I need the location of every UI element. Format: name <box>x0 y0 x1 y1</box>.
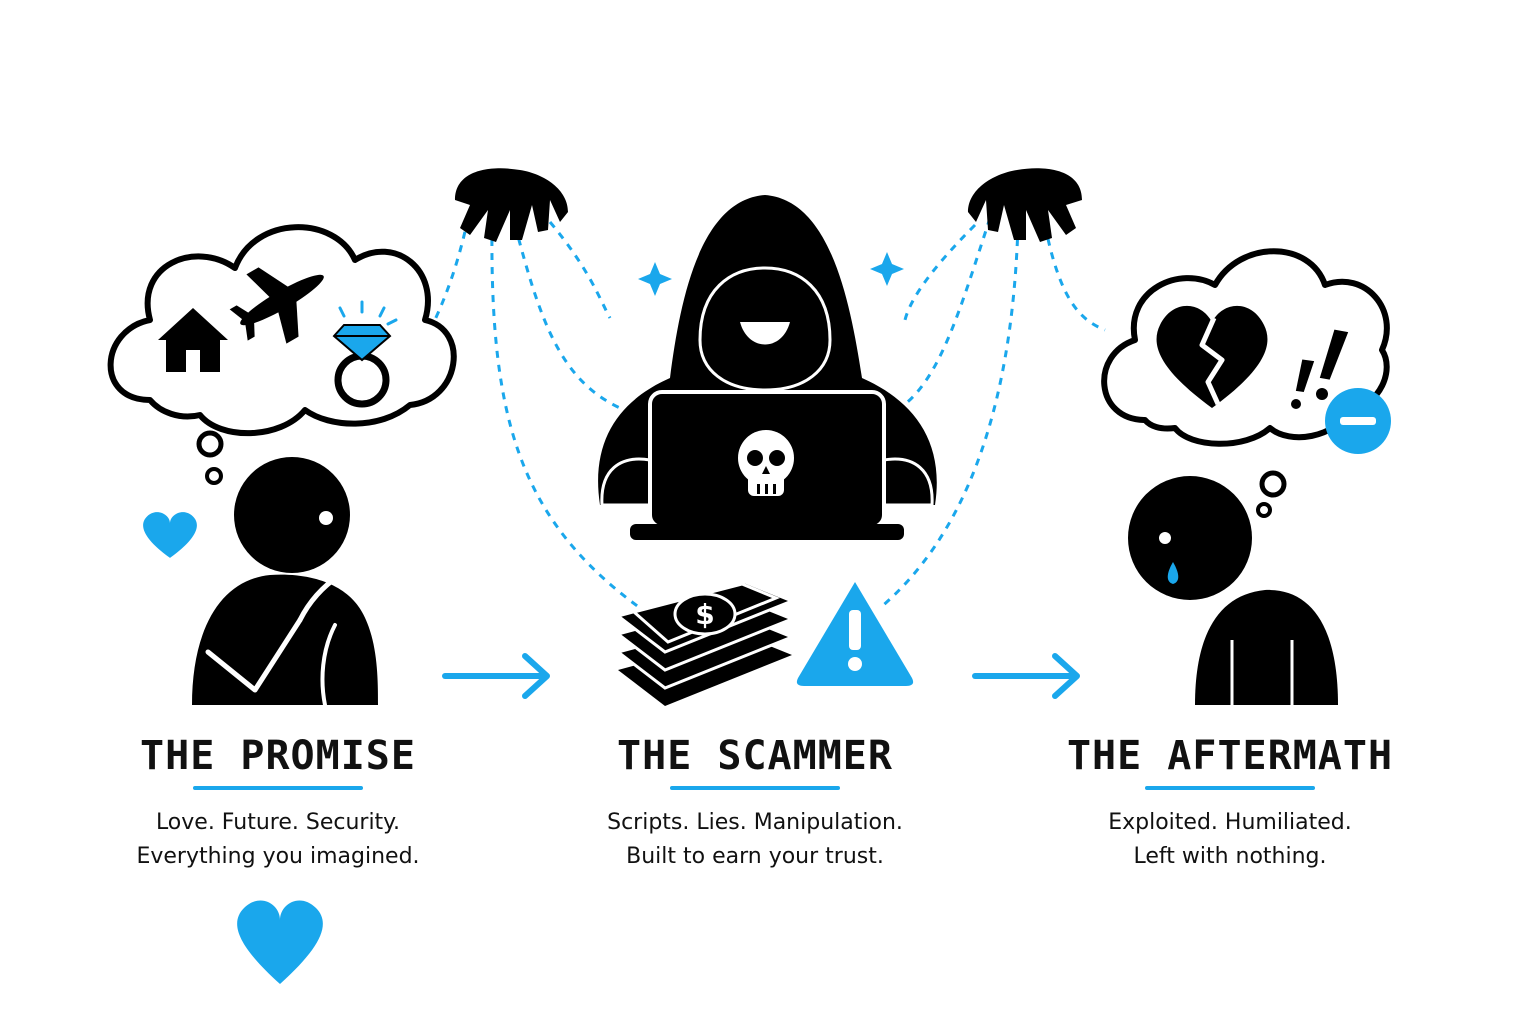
thought-bubble-dot <box>196 430 224 458</box>
title-underline <box>193 786 363 790</box>
panel-description-line: Love. Future. Security. <box>155 810 401 835</box>
skull-icon <box>738 430 794 496</box>
panel-promise: THE PROMISE Love. Future. Security. Ever… <box>68 728 488 874</box>
dollar-icon: $ <box>673 592 737 636</box>
panel-aftermath: THE AFTERMATH Exploited. Humiliated. Lef… <box>1020 728 1440 874</box>
sparkle-icon <box>638 262 672 296</box>
house-icon <box>158 308 228 372</box>
heart-icon <box>143 512 197 558</box>
minus-circle-icon <box>1325 388 1391 454</box>
thought-bubble-dot <box>1256 502 1272 518</box>
panel-title: THE SCAMMER <box>617 733 893 779</box>
broken-heart-icon <box>1156 305 1268 408</box>
arrow-right-icon <box>972 653 1080 699</box>
diamond-ring-icon <box>332 300 398 408</box>
puppeteer-hand-icon <box>455 168 568 242</box>
thought-bubble-dot <box>1259 470 1287 498</box>
panel-title: THE PROMISE <box>140 733 416 779</box>
airplane-icon <box>229 267 324 344</box>
puppeteer-hand-icon <box>968 168 1082 242</box>
thought-bubble-dot <box>205 467 223 485</box>
tear-icon <box>1167 562 1179 584</box>
panel-description-line: Built to earn your trust. <box>626 844 884 869</box>
panel-description-line: Exploited. Humiliated. <box>1108 810 1352 835</box>
panel-scammer: THE SCAMMER Scripts. Lies. Manipulation.… <box>545 728 965 874</box>
svg-text:$: $ <box>695 598 714 631</box>
title-underline <box>1145 786 1315 790</box>
exclamation-icon <box>1291 329 1349 409</box>
panel-description-line: Scripts. Lies. Manipulation. <box>607 810 903 835</box>
thought-bubble-icon <box>107 224 457 437</box>
hopeful-person-icon <box>192 457 378 707</box>
panel-description-line: Left with nothing. <box>1133 844 1327 869</box>
heart-icon <box>237 900 323 984</box>
panel-title: THE AFTERMATH <box>1066 733 1394 779</box>
puppet-strings <box>428 217 1106 610</box>
panel-description-line: Everything you imagined. <box>136 844 420 869</box>
sad-person-icon <box>1128 476 1338 705</box>
title-underline <box>670 786 840 790</box>
warning-icon <box>796 582 914 686</box>
sparkle-icon <box>870 252 904 286</box>
arrow-right-icon <box>442 653 550 699</box>
